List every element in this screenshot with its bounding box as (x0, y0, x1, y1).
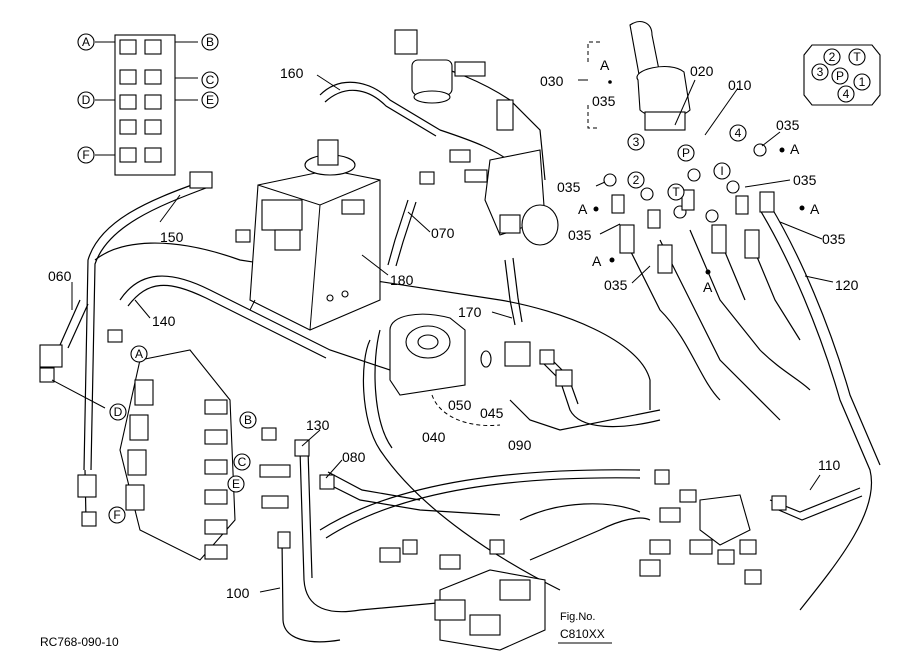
pattern-top-left: 2 (829, 50, 836, 64)
callout-main-F: F (113, 508, 120, 522)
dot-a-5: A (810, 201, 820, 217)
hose-network (59, 59, 881, 643)
pattern-top-right: T (853, 50, 861, 64)
label-180: 180 (390, 272, 414, 288)
pattern-right: 1 (859, 75, 866, 89)
dot-a-2: A (592, 253, 602, 269)
right-valve-block (639, 469, 787, 585)
label-090: 090 (508, 437, 532, 453)
label-035-b: 035 (557, 179, 581, 195)
callout-port-2: 2 (633, 173, 640, 187)
label-170: 170 (458, 304, 482, 320)
fig-number: C810XX (560, 627, 605, 641)
callout-inset-D: D (82, 93, 91, 107)
callout-main-E: E (232, 477, 240, 491)
callout-inset-F: F (82, 148, 89, 162)
pilot-valve-block (419, 149, 559, 246)
label-150: 150 (160, 229, 184, 245)
return-filter-valve (394, 29, 514, 131)
callout-inset-B: B (206, 35, 214, 49)
leader-lines (51, 74, 834, 612)
label-045: 045 (480, 405, 504, 421)
label-050: 050 (448, 397, 472, 413)
callout-inset-C: C (206, 73, 215, 87)
joystick-pattern-inset: 2 T 3 P 1 4 (803, 44, 881, 106)
label-120: 120 (835, 277, 859, 293)
callout-inset-A: A (82, 35, 90, 49)
control-valve-stack (39, 171, 335, 561)
label-110: 110 (818, 457, 841, 473)
label-140: 140 (152, 313, 176, 329)
label-100: 100 (226, 585, 250, 601)
valve-schematic-inset (95, 34, 198, 176)
label-035-f: 035 (822, 231, 846, 247)
label-160: 160 (280, 65, 304, 81)
label-130: 130 (306, 417, 330, 433)
swivel-joint-valve (379, 539, 546, 651)
bracket-030: A 035 (587, 41, 616, 129)
callout-port-1: I (720, 164, 723, 178)
label-035-c: 035 (568, 227, 592, 243)
label-040: 040 (422, 429, 446, 445)
dot-a-4: A (790, 141, 800, 157)
circled-callouts: A B C D E F A D B C E F 3 P 4 2 I T (77, 33, 747, 524)
pattern-bottom: 4 (843, 87, 850, 101)
drawing-code: RC768-090-10 (40, 635, 119, 649)
bracket-040 (431, 394, 501, 427)
label-030: 030 (540, 73, 564, 89)
label-035-e: 035 (793, 172, 817, 188)
joystick-assembly (603, 21, 775, 274)
callout-main-D: D (114, 405, 123, 419)
part-number-labels: 160 150 060 140 070 180 170 050 045 040 … (48, 63, 859, 601)
pattern-center: P (836, 69, 844, 83)
label-060: 060 (48, 268, 72, 284)
fig-label: Fig.No. (560, 611, 595, 623)
label-010: 010 (728, 77, 752, 93)
solenoid-valve-assembly (389, 313, 573, 396)
hydraulic-tank (235, 139, 381, 331)
label-080: 080 (342, 449, 366, 465)
dot-a-markers: A A A A A (578, 141, 820, 295)
dot-a-1: A (578, 201, 588, 217)
callout-port-3: 3 (633, 135, 640, 149)
callout-port-4: 4 (735, 126, 742, 140)
bracket-030-letter: A (600, 57, 610, 73)
dot-a-3: A (703, 279, 713, 295)
pattern-left: 3 (817, 65, 824, 79)
footer: RC768-090-10 Fig.No. C810XX (40, 611, 612, 649)
callout-port-T: T (672, 185, 680, 199)
callout-main-C: C (238, 455, 247, 469)
label-020: 020 (690, 63, 714, 79)
bracket-030-code: 035 (592, 93, 616, 109)
callout-port-P: P (682, 146, 690, 160)
label-070: 070 (431, 225, 455, 241)
callout-main-B: B (244, 413, 252, 427)
label-035-a: 035 (776, 117, 800, 133)
callout-inset-E: E (206, 93, 214, 107)
label-035-d: 035 (604, 277, 628, 293)
callout-main-A: A (135, 347, 143, 361)
